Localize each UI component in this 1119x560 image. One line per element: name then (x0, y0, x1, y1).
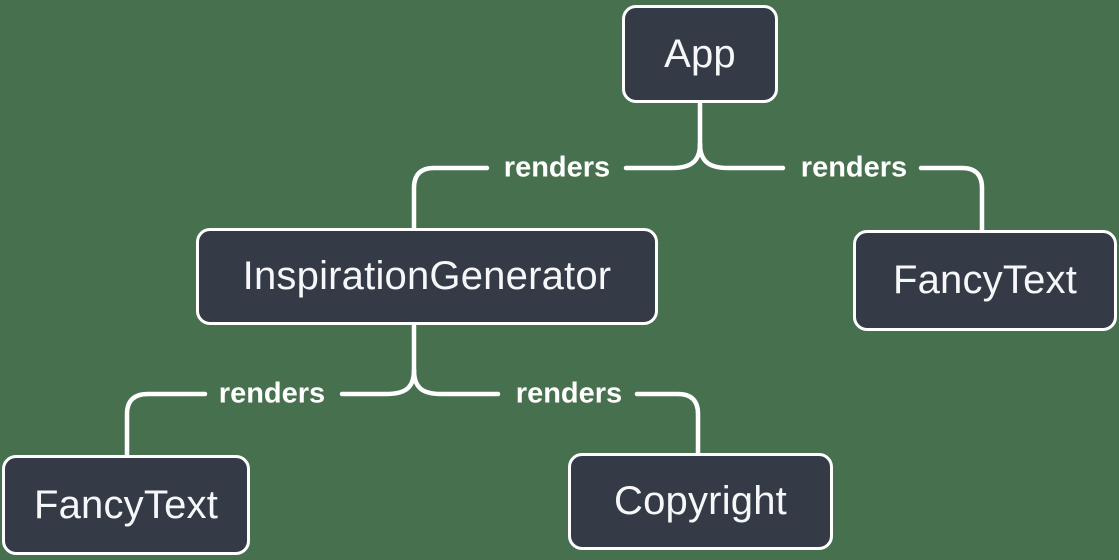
edge-label-inspiration-copyright: renders (515, 377, 623, 410)
edge-inspiration-to-fancytext-a (339, 367, 417, 397)
node-inspiration-generator-label: InspirationGenerator (242, 254, 612, 298)
node-fancy-text-bottom-left-label: FancyText (33, 482, 219, 527)
edge-app-to-fancytext-b (918, 165, 985, 234)
node-copyright-label: Copyright (614, 479, 787, 523)
node-fancy-text-bottom-left: FancyText (2, 455, 250, 555)
edge-label-inspiration-fancytext: renders (218, 377, 326, 410)
node-fancy-text-top-right: FancyText (853, 230, 1117, 331)
edge-label-app-fancytext: renders (800, 151, 908, 184)
edge-app-to-inspiration-a (623, 141, 703, 171)
edge-inspiration-to-copyright-a (411, 367, 501, 397)
edge-inspiration-to-fancytext-b (124, 391, 208, 459)
node-copyright: Copyright (568, 453, 833, 550)
edge-app-to-fancytext-a (697, 141, 786, 171)
node-app-label: App (664, 31, 736, 76)
node-inspiration-generator: InspirationGenerator (196, 228, 658, 325)
edge-inspiration-to-copyright-b (634, 391, 701, 457)
edge-label-app-inspiration: renders (503, 151, 611, 184)
node-app: App (622, 5, 778, 103)
edge-app-to-inspiration-b (411, 165, 490, 232)
node-fancy-text-top-right-label: FancyText (892, 258, 1078, 302)
